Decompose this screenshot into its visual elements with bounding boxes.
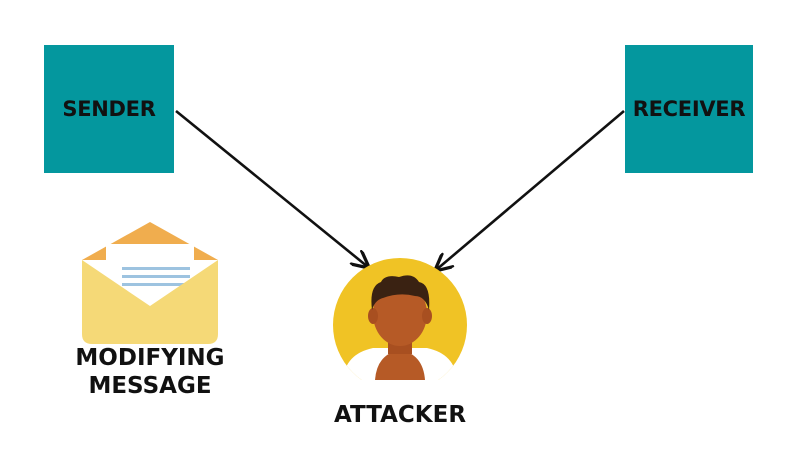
avatar-hair (371, 275, 430, 310)
edge-sender-to-attacker (175, 109, 368, 267)
sender-label: SENDER (62, 97, 156, 121)
envelope-body (82, 260, 218, 344)
receiver-node: RECEIVER (625, 45, 753, 173)
letter-line (122, 275, 190, 278)
avatar-face (373, 282, 427, 346)
caption-line-1: MODIFYING (75, 345, 225, 371)
modifying-message-caption: MODIFYING MESSAGE (60, 344, 240, 400)
letter-line (122, 283, 190, 286)
letter-line (122, 267, 190, 270)
caption-line-2: MESSAGE (88, 373, 212, 399)
attacker-label: ATTACKER (333, 402, 467, 428)
avatar-neck (375, 350, 425, 380)
sender-node: SENDER (44, 45, 174, 173)
receiver-label: RECEIVER (632, 97, 746, 121)
envelope-icon (82, 222, 218, 344)
person-avatar-icon (333, 258, 467, 380)
edge-receiver-to-attacker (436, 110, 625, 270)
avatar-ear (422, 308, 432, 324)
avatar-ear (368, 308, 378, 324)
